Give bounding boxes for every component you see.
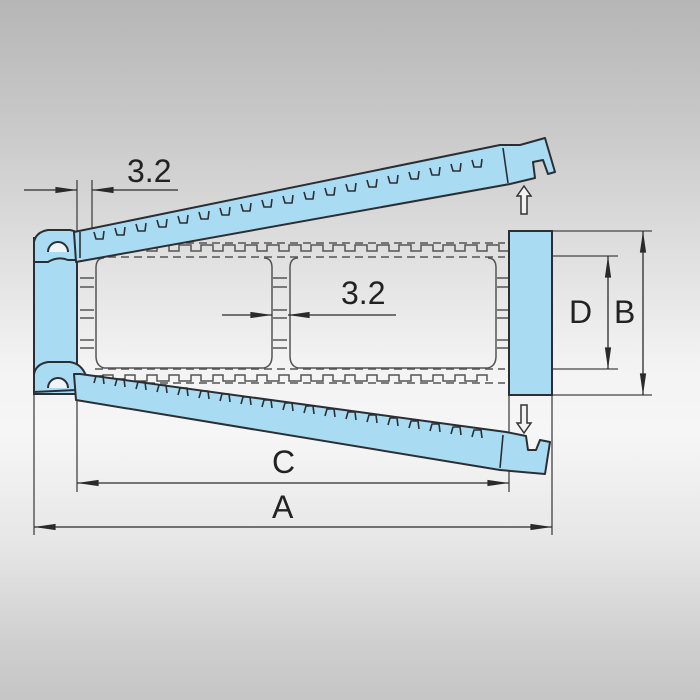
lower-crossbar <box>73 373 551 475</box>
dim-label-outer-width: A <box>272 489 294 525</box>
right-side-plate <box>508 230 553 396</box>
dimension-lines <box>24 186 647 531</box>
dim-label-divider-thickness: 3.2 <box>341 275 386 311</box>
dim-label-outer-height: B <box>614 294 636 330</box>
upper-crossbar <box>73 137 556 263</box>
dim-label-inner-width: C <box>272 444 296 480</box>
arrow-up-icon <box>515 184 533 215</box>
dim-label-wall-thickness: 3.2 <box>127 153 172 189</box>
inner-frame <box>80 242 510 384</box>
left-side-plate <box>33 229 88 395</box>
dim-label-inner-height: D <box>569 294 593 330</box>
arrow-down-icon <box>515 404 533 435</box>
